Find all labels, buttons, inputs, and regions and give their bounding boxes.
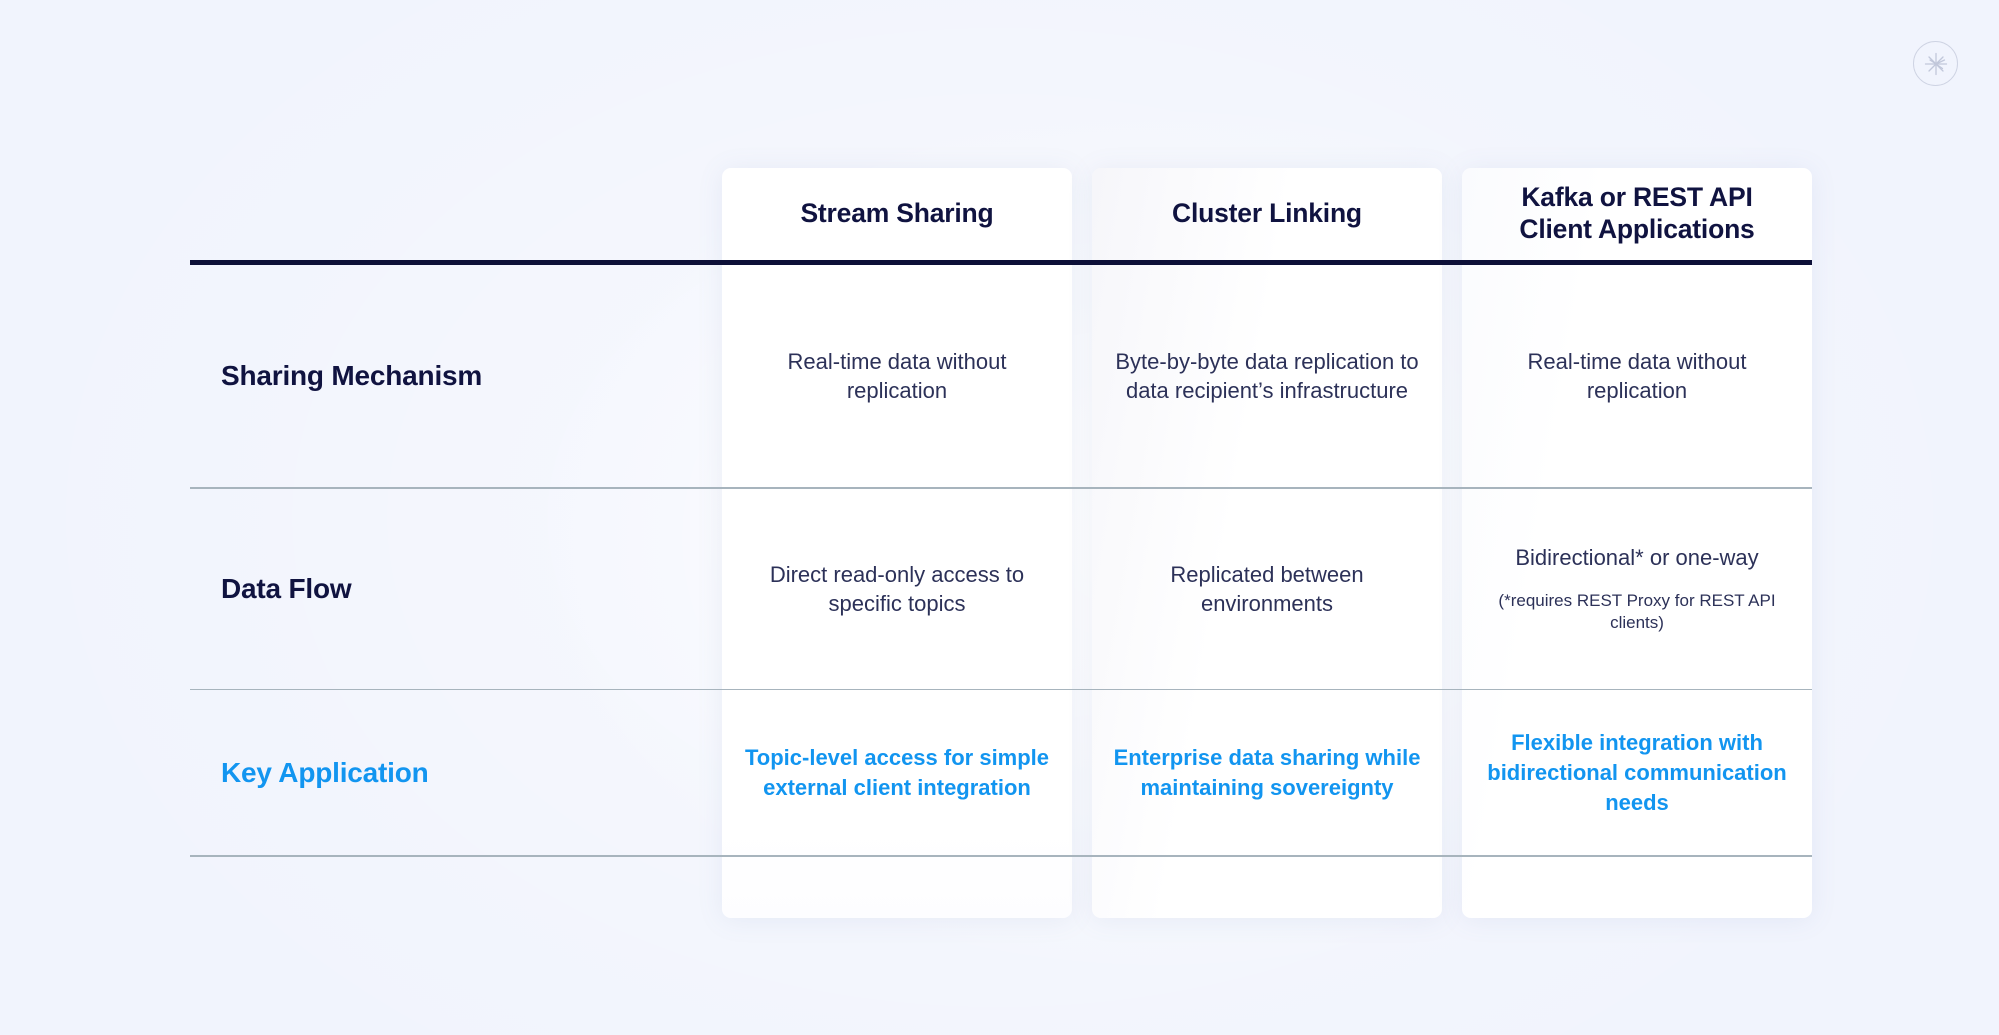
cell-text: Topic-level access for simple external c… [744,745,1050,800]
table-cell: Byte-by-byte data replication to data re… [1092,265,1442,487]
column-header-stream-sharing: Stream Sharing [800,198,994,229]
table-cell: Flexible integration with bidirectional … [1462,690,1812,855]
column-gap [1442,168,1462,260]
column-header-kafka-rest-api: Kafka or REST API Client Applications [1519,182,1755,244]
column-gap [1072,489,1092,689]
column-gap [1442,489,1462,689]
table-cell: Direct read-only access to specific topi… [722,489,1072,689]
column-gap [1442,690,1462,855]
cell-text: Real-time data without replication [787,348,1007,403]
row-label-key-application: Key Application [221,756,429,788]
column-gap [1072,265,1092,487]
row-divider [190,487,1812,489]
cell-text: Real-time data without replication [1527,348,1747,403]
column-gap [1072,690,1092,855]
cell-footnote: (*requires REST Proxy for REST API clien… [1498,591,1776,633]
table-corner-spacer [190,168,722,260]
column-gap [1442,265,1462,487]
sparkle-icon[interactable] [1913,41,1958,86]
row-label-data-flow: Data Flow [221,572,352,604]
table-cell: Real-time data without replication [1462,265,1812,487]
cell-text: Enterprise data sharing while maintainin… [1113,745,1421,800]
column-header-cluster-linking: Cluster Linking [1172,198,1362,229]
cell-text: Flexible integration with bidirectional … [1487,730,1787,815]
header-divider [190,260,1812,265]
cell-text: Byte-by-byte data replication to data re… [1115,348,1419,403]
table-cell: Replicated between environments [1092,489,1442,689]
row-label-sharing-mechanism: Sharing Mechanism [221,360,483,391]
column-gap [1072,168,1092,260]
table-cell: Bidirectional* or one-way (*requires RES… [1462,489,1812,689]
table-cell: Topic-level access for simple external c… [722,690,1072,855]
row-divider [190,688,1812,691]
row-divider [190,855,1812,857]
comparison-table: Stream Sharing Cluster Linking Kafka or … [190,168,1812,918]
cell-text: Direct read-only access to specific topi… [769,561,1025,616]
cell-text: Replicated between environments [1170,561,1364,616]
table-cell: Real-time data without replication [722,265,1072,487]
table-bottom-padding [190,857,1812,912]
cell-text: Bidirectional* or one-way [1515,544,1759,570]
table-cell: Enterprise data sharing while maintainin… [1092,690,1442,855]
